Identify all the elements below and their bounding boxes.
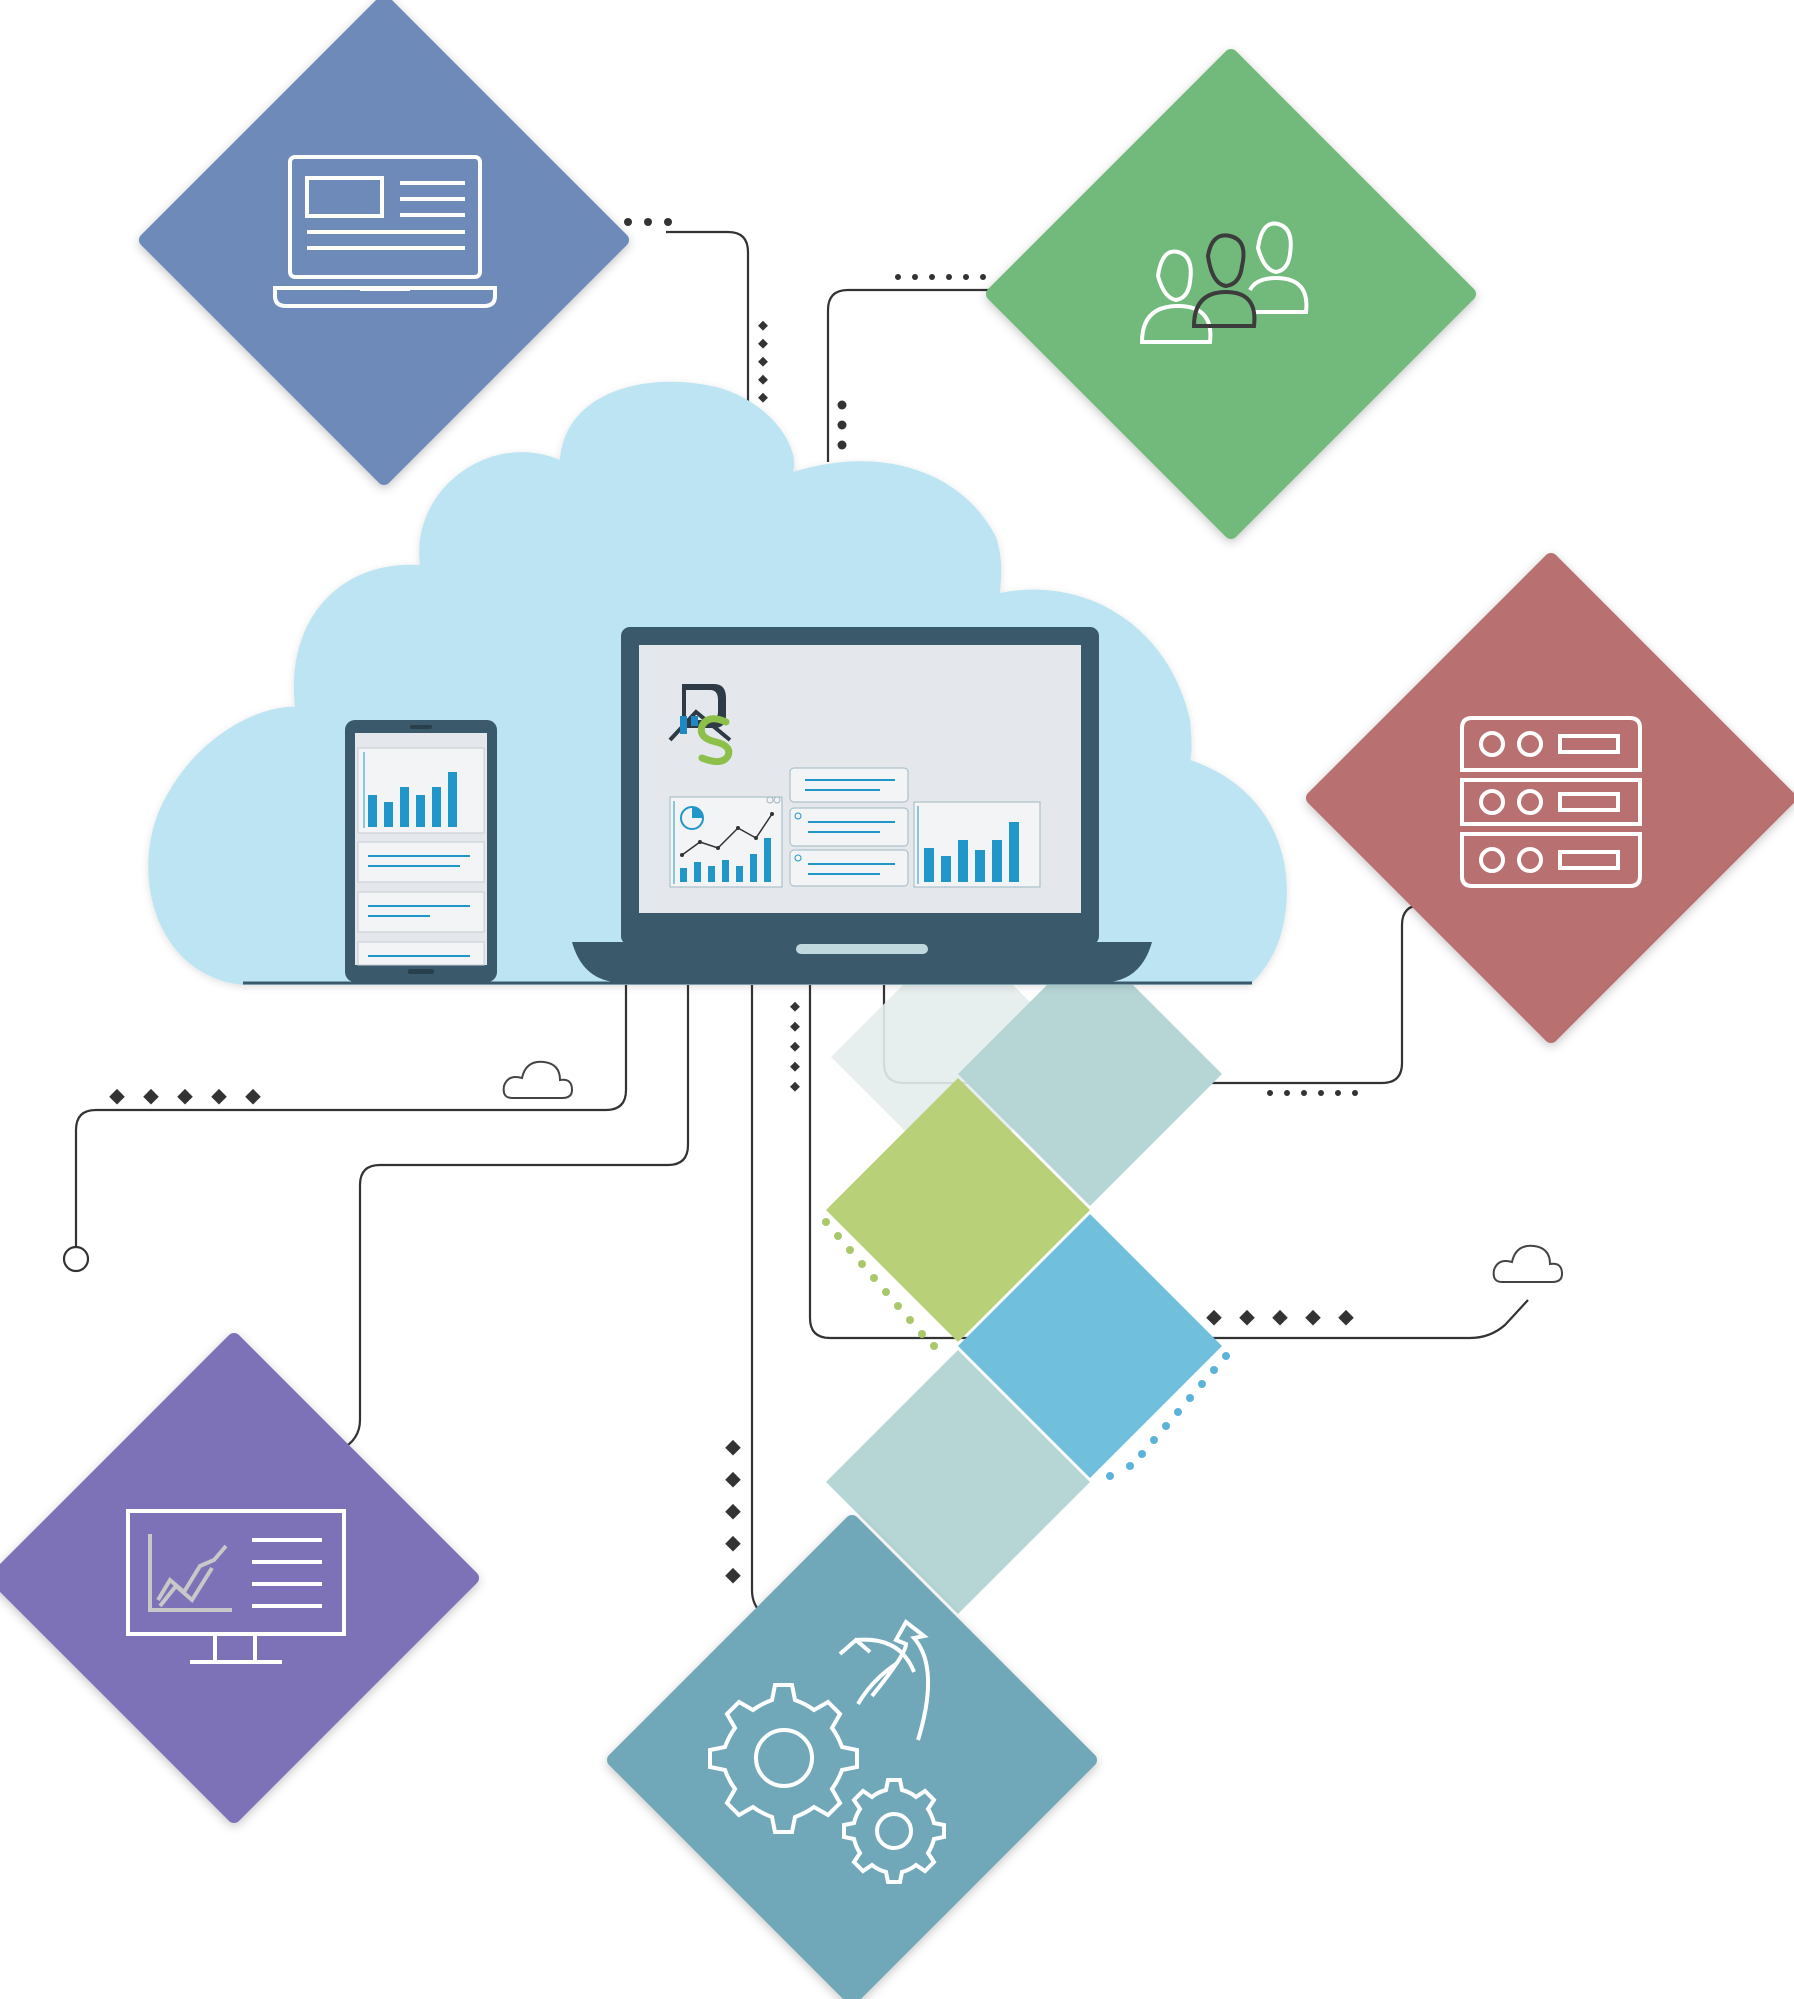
- node-web-app: [139, 0, 629, 485]
- node-automation: [607, 1515, 1097, 1999]
- diamond-markers: [109, 320, 1354, 1584]
- dot-markers: [624, 218, 1358, 1096]
- tile-green: [826, 1078, 1090, 1342]
- tile-blue: [958, 1214, 1222, 1478]
- line-chart-icon: [148, 1534, 232, 1612]
- tile-dot-trails: [822, 1218, 1230, 1480]
- connector-users: [826, 288, 1000, 462]
- server-rack-icon: [1460, 716, 1642, 888]
- trend-chart-card: [669, 796, 783, 888]
- brand-logo: [668, 684, 733, 765]
- laptop-bar-chart-card: [913, 801, 1041, 888]
- laptop-list-card: [789, 807, 909, 847]
- phone-list-card: [357, 841, 485, 883]
- laptop-list-card: [789, 849, 909, 887]
- node-users: [986, 49, 1476, 539]
- node-analytics: [0, 1333, 479, 1823]
- small-cloud-icon: [1492, 1244, 1564, 1283]
- users-group-icon: [1139, 221, 1309, 344]
- gears-refresh-icon: [708, 1618, 946, 1884]
- decorative-tiles: [826, 930, 1222, 1614]
- phone-list-card: [357, 891, 485, 933]
- tile-teal-1: [958, 942, 1222, 1206]
- laptop-device: [572, 627, 1152, 982]
- mobile-device: [345, 720, 497, 982]
- laptop-dashboard-icon: [273, 155, 497, 308]
- connector-left-loop: [74, 985, 628, 1248]
- tile-teal-2: [826, 1350, 1090, 1614]
- node-servers: [1306, 553, 1794, 1043]
- connector-automation: [750, 985, 771, 1620]
- phone-bar-chart: [368, 772, 457, 827]
- phone-list-card: [357, 941, 485, 966]
- connector-endpoint: [62, 1245, 90, 1273]
- laptop-list-card: [789, 767, 909, 803]
- monitor-chart-icon: [126, 1509, 346, 1664]
- connector-analytics: [339, 985, 690, 1451]
- connector-web-app: [666, 230, 750, 418]
- small-cloud-icon: [502, 1060, 574, 1099]
